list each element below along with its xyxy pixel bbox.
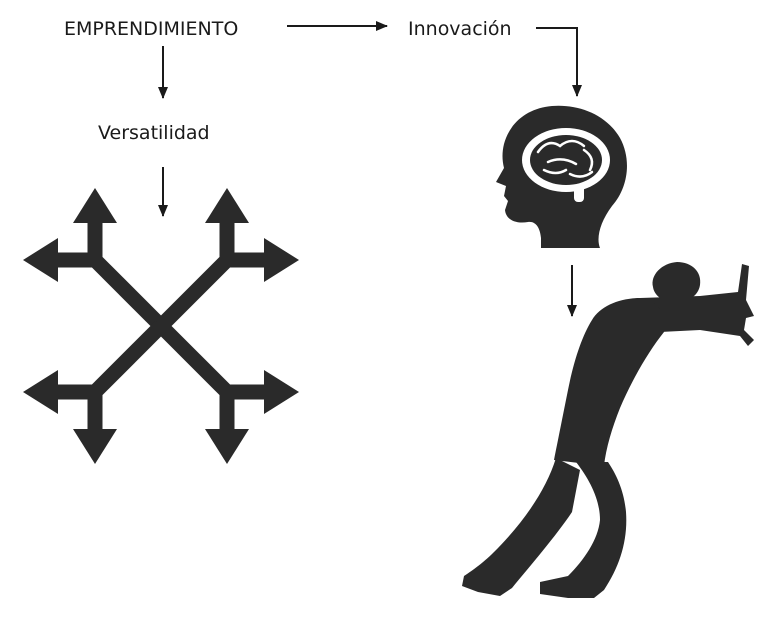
person-torso (554, 298, 666, 466)
node-label-innovacion: Innovación (408, 18, 512, 40)
four-way-branching-arrows-icon (23, 188, 299, 464)
person-leg-back (462, 458, 580, 596)
node-label-versatilidad: Versatilidad (98, 122, 210, 144)
person-head (652, 262, 701, 303)
arrow-innovacion-to-brain-icon (536, 27, 582, 97)
branch-quadrant (155, 320, 299, 464)
branch-quadrant (23, 188, 167, 332)
head-with-brain-icon (496, 105, 627, 248)
connector-arrows (158, 21, 582, 317)
branch-quadrant (23, 320, 167, 464)
branch-quadrant (155, 188, 299, 332)
person-pushing-wall-icon (462, 262, 754, 598)
person-leg-front (540, 462, 627, 598)
node-label-emprendimiento: EMPRENDIMIENTO (64, 18, 239, 40)
person-arms (640, 264, 754, 346)
